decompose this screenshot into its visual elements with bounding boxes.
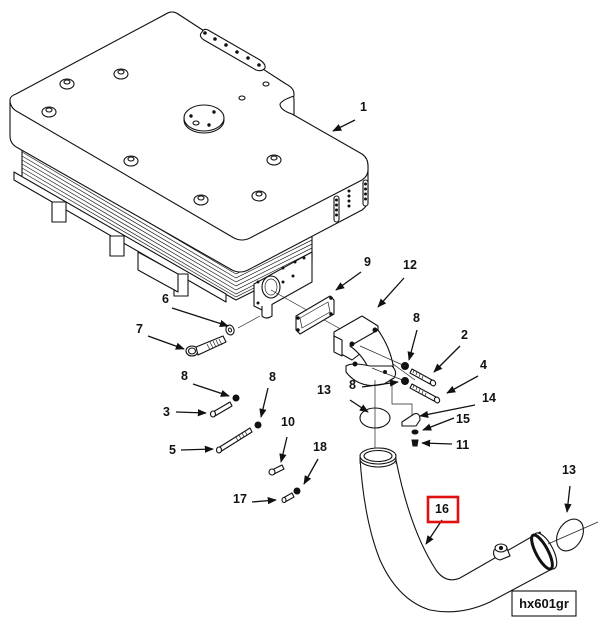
arrow-16 — [425, 519, 443, 545]
side-connector-slots — [333, 179, 369, 223]
arrow-17 — [251, 497, 277, 505]
callout-16-highlight — [426, 495, 460, 524]
callout-17[interactable]: 17 — [233, 492, 247, 506]
arrow-3 — [175, 409, 207, 417]
callout-10[interactable]: 10 — [281, 415, 295, 429]
arrow-9 — [335, 271, 362, 291]
washer-8-left-upper[interactable] — [232, 394, 240, 402]
arrow-15 — [422, 417, 455, 431]
bolt-2[interactable] — [409, 368, 437, 387]
screw-10[interactable] — [268, 464, 285, 476]
end-centerline — [547, 521, 599, 545]
arrow-8-upper — [407, 329, 418, 361]
callout-16[interactable]: 16 — [435, 502, 449, 516]
callout-12[interactable]: 12 — [403, 258, 417, 272]
callout-11[interactable]: 11 — [456, 438, 469, 452]
screw-17[interactable] — [281, 492, 295, 504]
arrow-8-mid — [361, 379, 399, 388]
callout-1[interactable]: 1 — [360, 100, 367, 114]
bolt-centerlines — [359, 345, 406, 382]
arrow-2 — [433, 345, 461, 373]
arrow-14 — [419, 404, 476, 418]
arrow-12 — [377, 277, 405, 308]
callout-4[interactable]: 4 — [480, 358, 487, 372]
bolt-4[interactable] — [409, 383, 441, 404]
callout-6[interactable]: 6 — [162, 292, 169, 306]
washer-6[interactable] — [225, 324, 236, 336]
figure-id-label: hx601gr — [519, 596, 569, 611]
arrow-7 — [147, 335, 185, 350]
bolt-centerline — [237, 315, 261, 329]
o-ring-13-right[interactable] — [551, 514, 589, 555]
arrow-18 — [303, 458, 319, 485]
callout-13-right[interactable]: 13 — [562, 463, 576, 477]
screw-11[interactable] — [411, 439, 419, 447]
callout-labels: 1 9 12 6 7 8 2 4 8 14 15 11 13 8 3 8 5 1… — [136, 100, 576, 516]
gasket-part[interactable] — [295, 295, 335, 335]
callout-8-left-upper[interactable]: 8 — [181, 369, 188, 383]
washer-15[interactable] — [411, 429, 419, 435]
callout-7[interactable]: 7 — [136, 322, 143, 336]
callout-8-left-lower[interactable]: 8 — [269, 370, 276, 384]
bolt-5[interactable] — [215, 427, 253, 454]
arrow-10 — [279, 436, 288, 463]
callout-18[interactable]: 18 — [313, 440, 327, 454]
arrow-8-left-upper — [192, 383, 230, 397]
mounting-bosses — [41, 68, 282, 206]
arrow-11 — [421, 439, 453, 447]
tube-16[interactable] — [359, 447, 561, 613]
tube-sensor-boss — [493, 543, 511, 561]
callout-2[interactable]: 2 — [461, 328, 468, 342]
callout-arrows — [147, 119, 572, 545]
arrow-8-left-lower — [259, 387, 269, 418]
arrow-13-upper — [349, 399, 369, 413]
callout-3[interactable]: 3 — [163, 405, 170, 419]
arrow-6 — [171, 307, 229, 327]
elbow-part[interactable] — [333, 315, 397, 387]
arrow-1 — [332, 119, 356, 132]
callout-8-mid[interactable]: 8 — [349, 378, 356, 392]
center-port-plate — [183, 104, 225, 134]
callout-15[interactable]: 15 — [456, 412, 470, 426]
callout-14[interactable]: 14 — [482, 391, 496, 405]
arrow-13-right — [564, 485, 572, 513]
callout-13-upper[interactable]: 13 — [317, 383, 331, 397]
callout-5[interactable]: 5 — [169, 443, 176, 457]
callout-9[interactable]: 9 — [364, 255, 371, 269]
bracket-14[interactable] — [401, 413, 421, 427]
cooling-fins — [13, 143, 313, 303]
bracket-leader — [391, 378, 413, 418]
bolt-7[interactable] — [185, 335, 227, 357]
figure-id-box: hx601gr — [511, 590, 577, 617]
heat-exchanger-body[interactable] — [9, 11, 369, 319]
washer-8-left-lower[interactable] — [254, 421, 262, 429]
washer-18[interactable] — [293, 487, 301, 495]
mounting-strip — [199, 28, 270, 101]
arrow-5 — [180, 445, 214, 453]
bolt-3[interactable] — [209, 401, 233, 418]
arrow-4 — [446, 375, 479, 394]
callout-8-upper[interactable]: 8 — [413, 311, 420, 325]
